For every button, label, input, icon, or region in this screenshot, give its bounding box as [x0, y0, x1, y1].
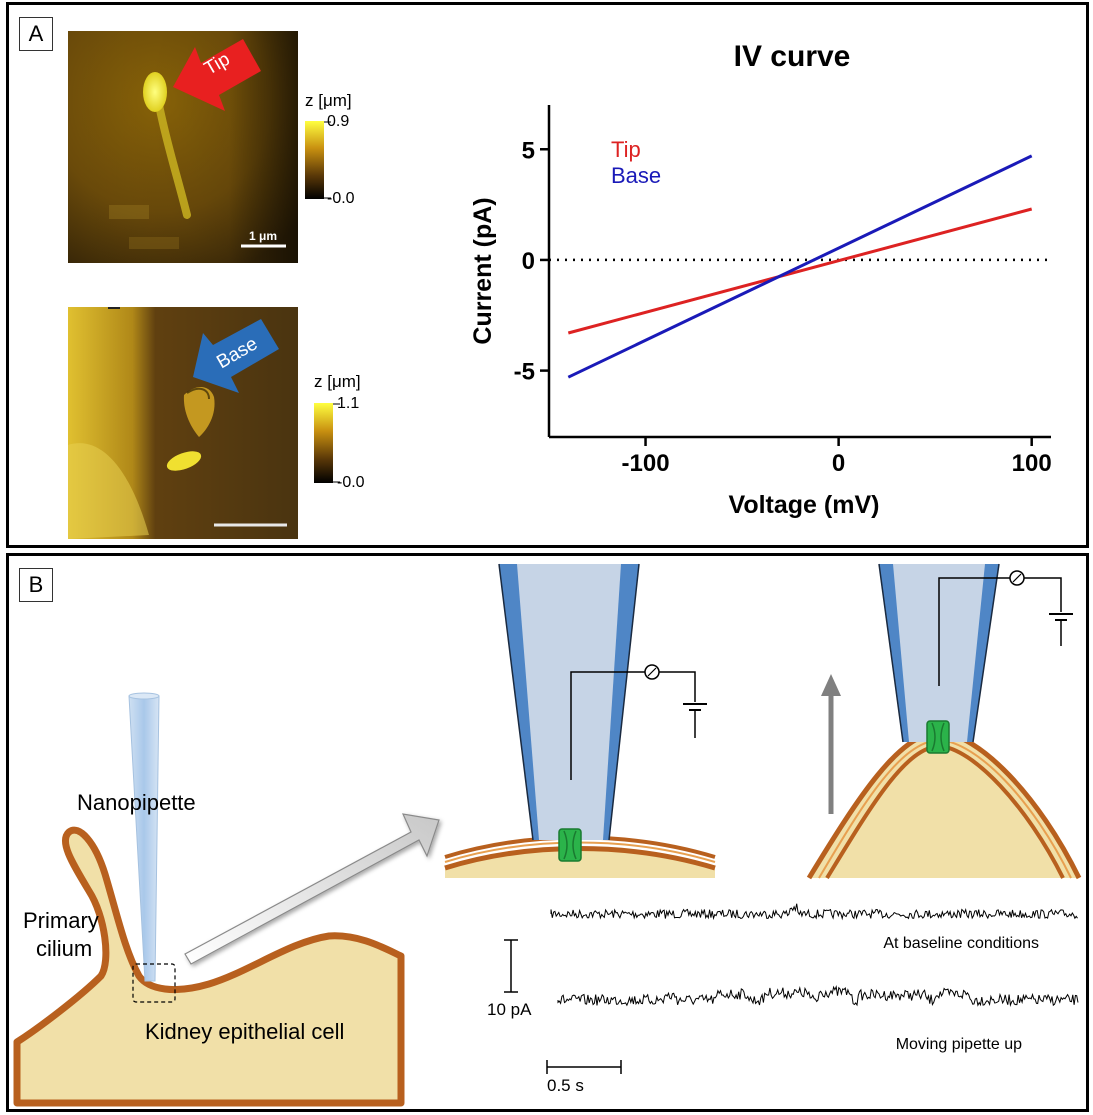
panel-a-graphics: Tip 1 μm z [μm] 0.9 -0.0 Base z [μm] [68, 31, 365, 539]
time-scale-label: 0.5 s [547, 1076, 584, 1095]
zoom-view-moving [806, 563, 1082, 880]
colorbar-top-title: z [μm] [305, 91, 352, 110]
x-tick-label: 0 [832, 450, 845, 477]
x-tick-label: -100 [622, 450, 670, 477]
y-tick-label: -5 [514, 359, 535, 386]
cilium-label: cilium [36, 936, 92, 961]
y-tick-label: 5 [522, 137, 535, 164]
colorbar-top-max: 0.9 [327, 113, 349, 130]
zoom-view-baseline [444, 563, 716, 878]
x-axis-label: Voltage (mV) [729, 491, 880, 519]
x-tick-label: 100 [1012, 450, 1052, 477]
colorbar-bottom-min: -0.0 [337, 474, 365, 491]
nanopipette-label: Nanopipette [77, 790, 196, 815]
tip-arrow: Tip [173, 39, 261, 111]
current-trace-moving [557, 985, 1079, 1007]
colorbar-bottom [314, 403, 333, 483]
scale-bar-top-label: 1 μm [249, 229, 277, 243]
primary-label: Primary [23, 908, 99, 933]
move-up-arrow [821, 674, 841, 814]
moving-trace-label: Moving pipette up [896, 1036, 1022, 1053]
current-trace-baseline [550, 903, 1078, 921]
panel-b-graphics: Nanopipette Primary cilium Kidney epithe… [13, 563, 1082, 1107]
colorbar-bottom-max: 1.1 [337, 395, 359, 412]
cell-label: Kidney epithelial cell [145, 1019, 344, 1044]
zoom-region-box [132, 963, 176, 1003]
panel-label-a: A [19, 17, 53, 51]
current-scale-label: 10 pA [487, 1000, 532, 1019]
panel-b: B Nanopipette Pri [6, 553, 1089, 1112]
chart-title: IV curve [734, 40, 851, 73]
series-line-base [567, 154, 1033, 379]
current-scale-bar [504, 939, 518, 993]
series-line-tip [567, 207, 1033, 335]
colorbar-bottom-title: z [μm] [314, 372, 361, 391]
legend-tip: Tip [611, 137, 641, 162]
iv-chart: IV curve Current (pA) Voltage (mV) -100 0… [469, 40, 1052, 519]
y-tick-label: 0 [522, 248, 535, 275]
legend-base: Base [611, 163, 661, 188]
colorbar-top-min: -0.0 [327, 190, 355, 207]
kidney-cell-diagram [13, 826, 405, 1107]
colorbar-top [305, 121, 324, 199]
time-scale-bar [546, 1060, 622, 1074]
panel-a: A [6, 2, 1089, 548]
baseline-trace-label: At baseline conditions [883, 935, 1039, 952]
nanopipette [128, 692, 160, 982]
zoom-arrow [184, 813, 440, 965]
panel-label-b: B [19, 568, 53, 602]
y-axis-label: Current (pA) [469, 197, 497, 344]
